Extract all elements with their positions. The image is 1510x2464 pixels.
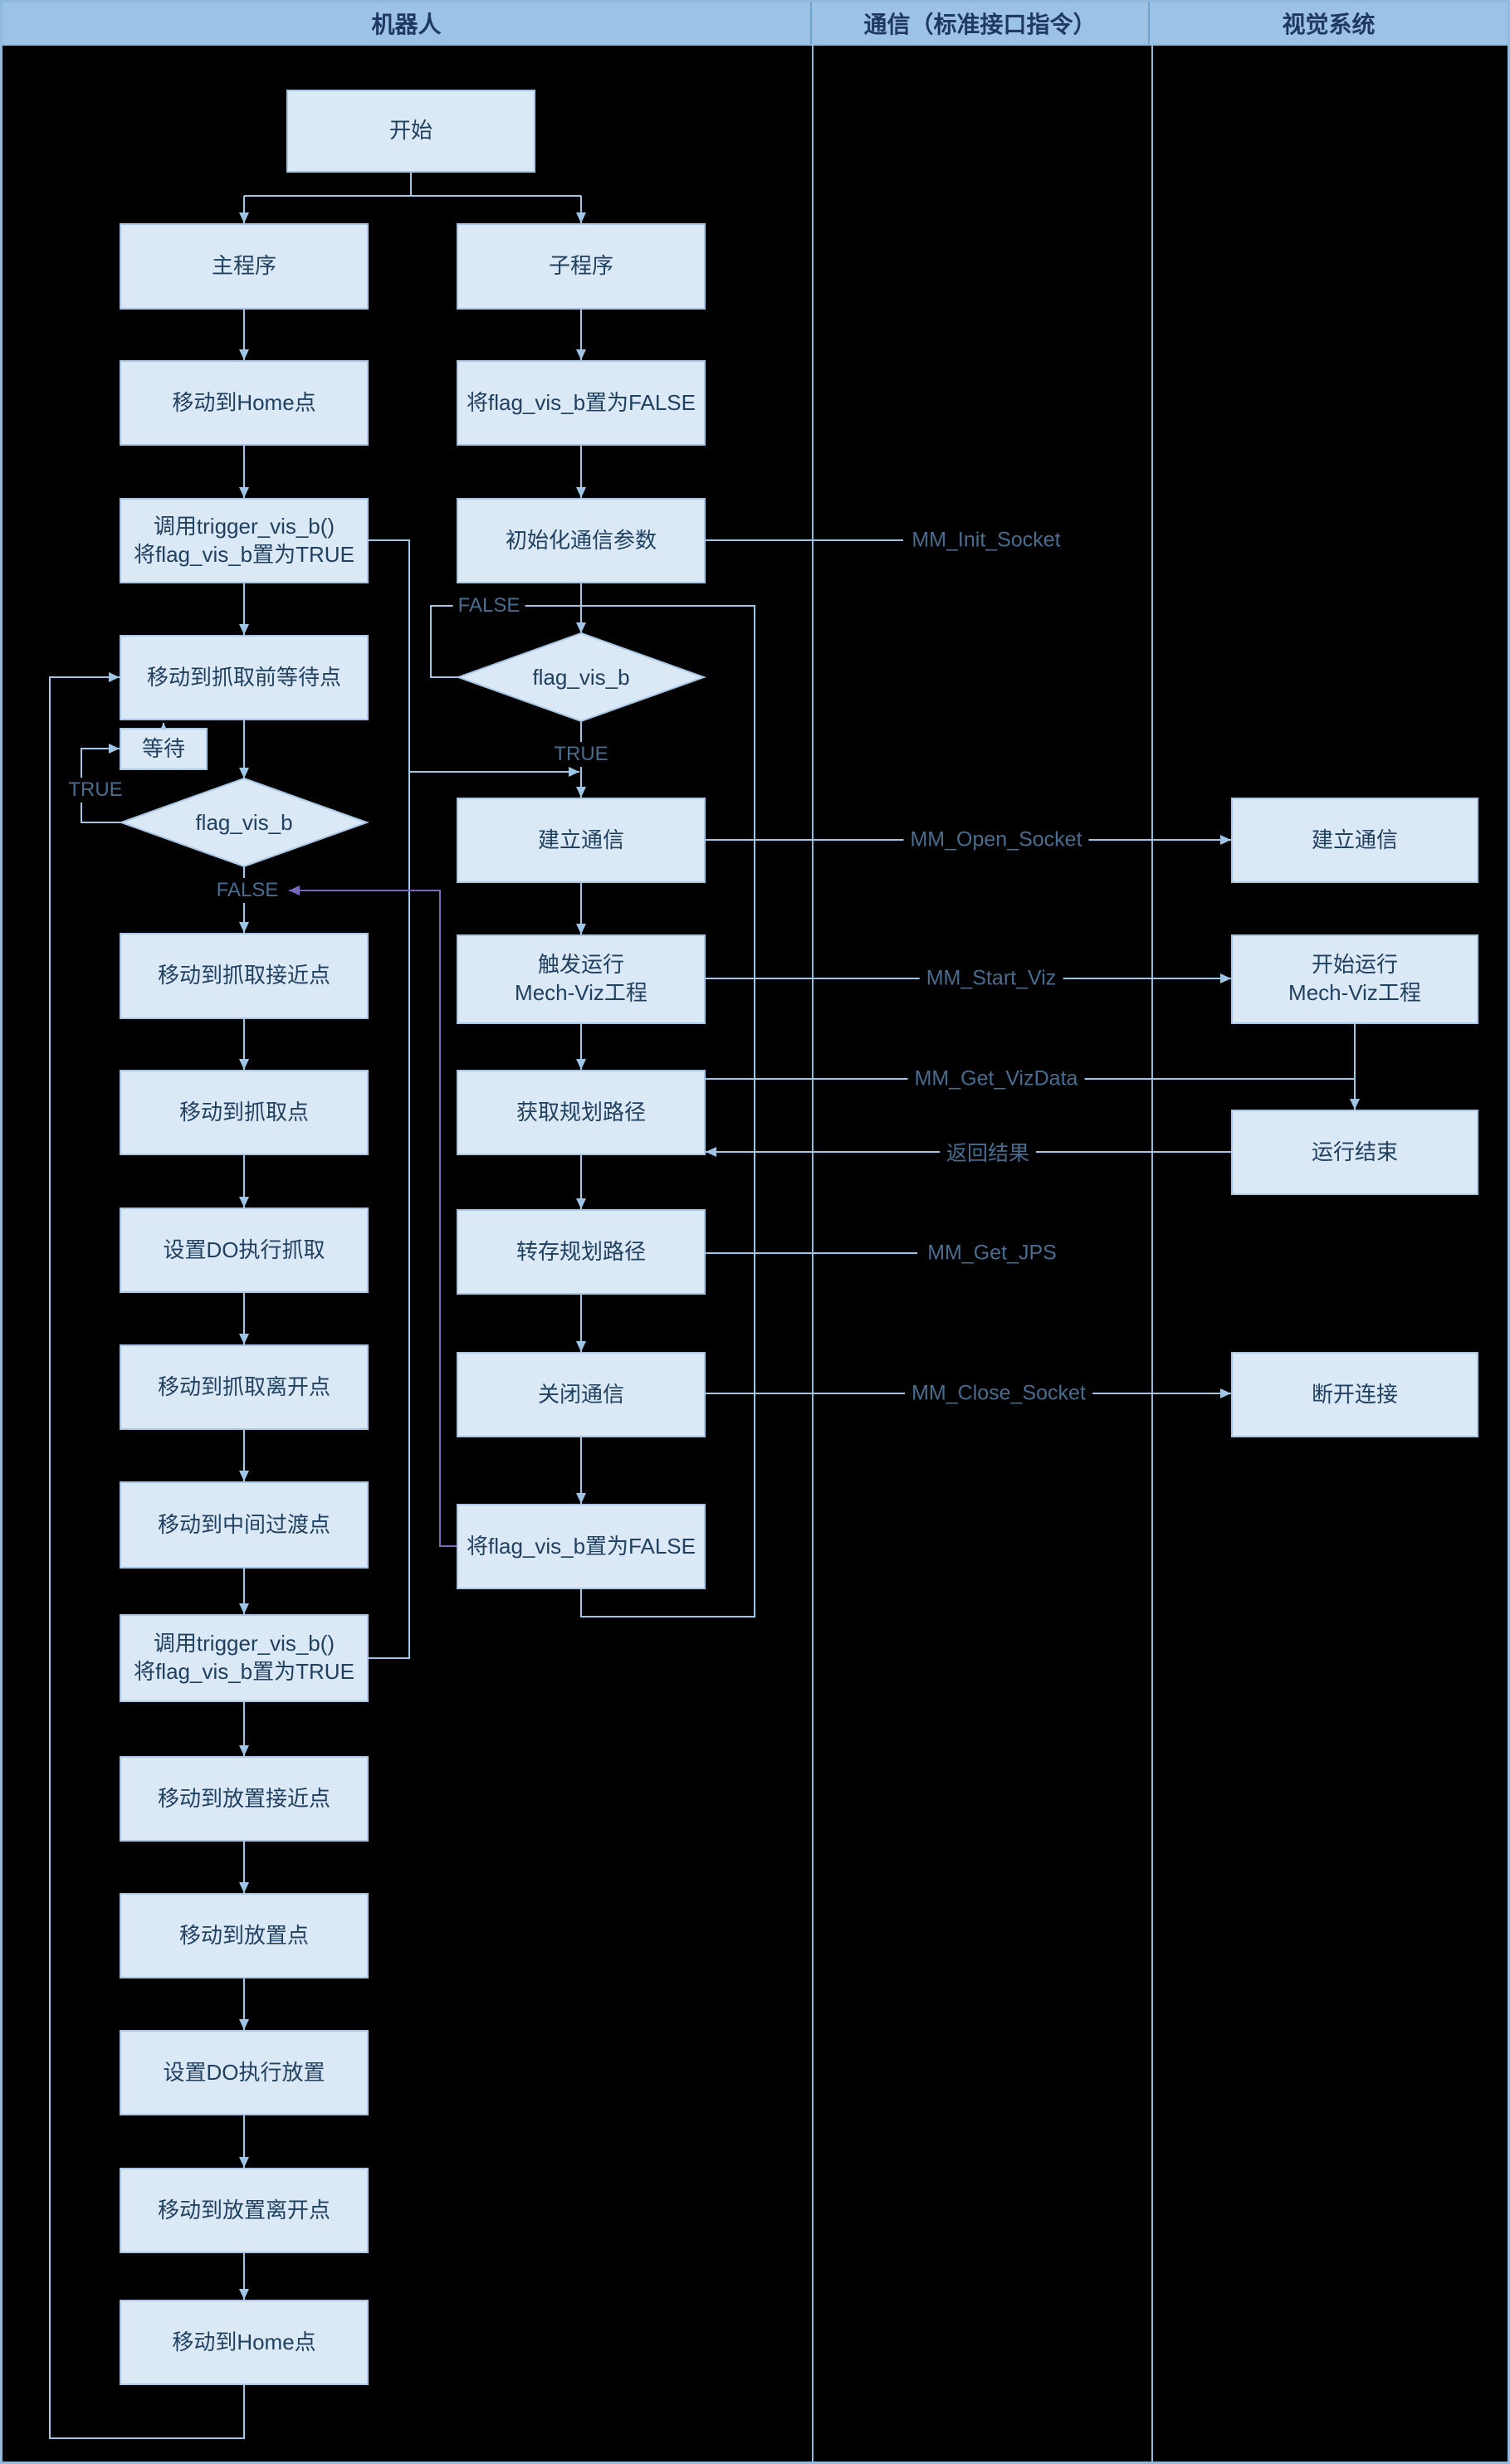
node-do-place: 设置DO执行放置 xyxy=(120,2030,369,2115)
node-move-grab-approach: 移动到抓取接近点 xyxy=(120,933,369,1019)
node-line: Mech-Viz工程 xyxy=(1288,980,1421,1005)
branch-label-false-sub: FALSE xyxy=(452,593,525,618)
node-open-comm-sub: 建立通信 xyxy=(457,798,706,883)
node-move-place-leave: 移动到放置离开点 xyxy=(120,2168,369,2253)
lane-header-row: 机器人 通信（标准接口指令） 视觉系统 xyxy=(2,2,1508,46)
node-line: 调用trigger_vis_b() xyxy=(153,1631,335,1656)
decision-flag-vis-b-sub xyxy=(456,632,706,723)
edge-label-mm-get-jps: MM_Get_JPS xyxy=(921,1239,1063,1267)
edge-label-return-result: 返回结果 xyxy=(939,1135,1037,1169)
lane-header-vision: 视觉系统 xyxy=(1150,2,1508,44)
node-start-run: 开始运行 Mech-Viz工程 xyxy=(1231,934,1478,1024)
node-open-comm-vision: 建立通信 xyxy=(1231,798,1478,883)
lane-header-communication: 通信（标准接口指令） xyxy=(812,2,1150,44)
node-line: 将flag_vis_b置为TRUE xyxy=(134,541,354,567)
node-run-end: 运行结束 xyxy=(1231,1110,1478,1195)
node-disconnect: 断开连接 xyxy=(1231,1352,1478,1437)
edge-label-mm-init-socket: MM_Init_Socket xyxy=(905,526,1068,554)
node-start: 开始 xyxy=(286,90,535,173)
node-close-comm: 关闭通信 xyxy=(457,1352,706,1437)
decision-label-flag-sub: flag_vis_b xyxy=(532,664,630,690)
node-sub-program: 子程序 xyxy=(457,223,706,310)
node-move-grab: 移动到抓取点 xyxy=(120,1070,369,1155)
node-trigger-vis-2: 调用trigger_vis_b() 将flag_vis_b置为TRUE xyxy=(120,1614,369,1702)
edge-label-mm-open-socket: MM_Open_Socket xyxy=(903,826,1089,854)
node-line: 调用trigger_vis_b() xyxy=(153,513,335,539)
node-init-comm: 初始化通信参数 xyxy=(457,498,706,583)
edge-label-mm-get-vizdata: MM_Get_VizData xyxy=(907,1065,1085,1093)
node-move-place: 移动到放置点 xyxy=(120,1893,369,1979)
node-move-home-1: 移动到Home点 xyxy=(120,360,369,446)
node-move-grab-leave: 移动到抓取离开点 xyxy=(120,1344,369,1430)
node-trigger-vis-1: 调用trigger_vis_b() 将flag_vis_b置为TRUE xyxy=(120,498,369,583)
branch-label-true-sub: TRUE xyxy=(549,742,613,767)
node-wait: 等待 xyxy=(120,728,208,770)
edge-label-mm-close-socket: MM_Close_Socket xyxy=(905,1379,1092,1408)
node-set-flag-false-top: 将flag_vis_b置为FALSE xyxy=(457,360,706,446)
node-save-path: 转存规划路径 xyxy=(457,1209,706,1295)
node-do-grab: 设置DO执行抓取 xyxy=(120,1208,369,1293)
node-main-program: 主程序 xyxy=(120,223,369,310)
node-move-wait-point: 移动到抓取前等待点 xyxy=(120,635,369,720)
node-trigger-viz: 触发运行 Mech-Viz工程 xyxy=(457,934,706,1024)
node-move-place-approach: 移动到放置接近点 xyxy=(120,1756,369,1842)
edge-label-mm-start-viz: MM_Start_Viz xyxy=(919,964,1063,993)
branch-label-false-main: FALSE xyxy=(211,878,284,903)
lane-divider-2 xyxy=(1151,46,1153,2462)
decision-label-flag-main: flag_vis_b xyxy=(195,809,293,835)
node-set-flag-false-bottom: 将flag_vis_b置为FALSE xyxy=(457,1504,706,1589)
node-line: 将flag_vis_b置为TRUE xyxy=(134,1659,354,1684)
branch-label-true-main: TRUE xyxy=(63,778,128,803)
node-line: Mech-Viz工程 xyxy=(515,980,647,1005)
node-move-mid-transition: 移动到中间过渡点 xyxy=(120,1481,369,1569)
lane-header-robot: 机器人 xyxy=(2,2,812,44)
node-move-home-2: 移动到Home点 xyxy=(120,2300,369,2385)
node-line: 开始运行 xyxy=(1311,952,1398,978)
decision-flag-vis-b-main xyxy=(119,777,369,868)
node-line: 触发运行 xyxy=(537,952,624,978)
node-get-path: 获取规划路径 xyxy=(457,1070,706,1155)
